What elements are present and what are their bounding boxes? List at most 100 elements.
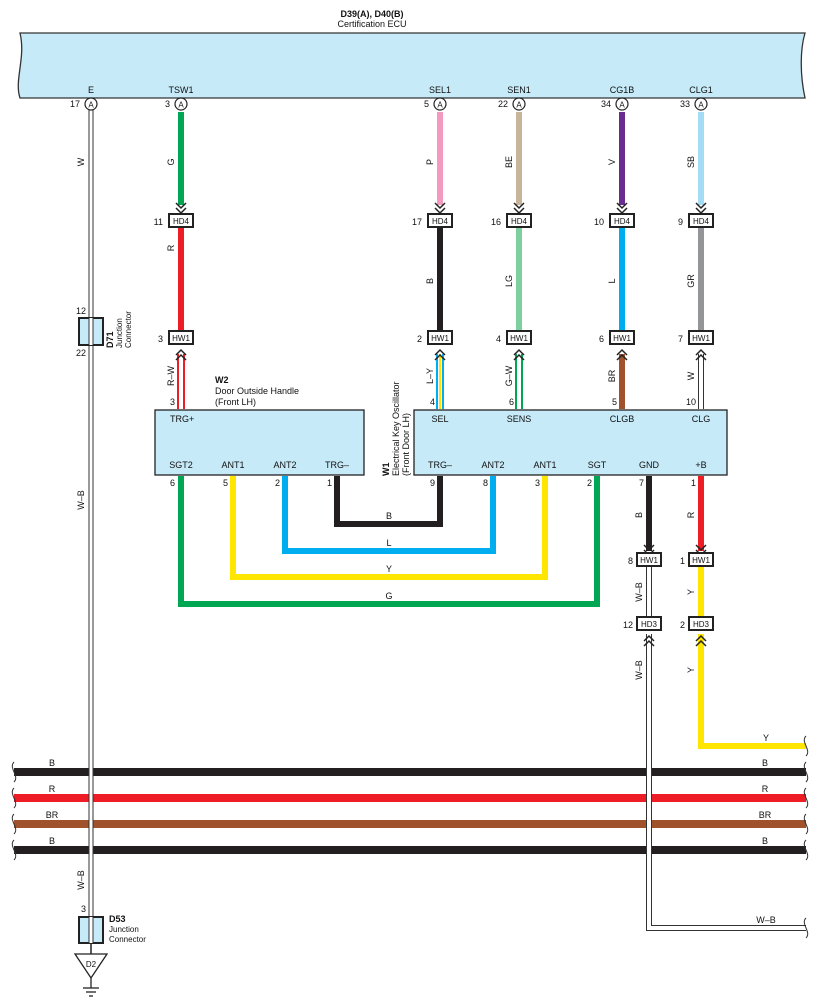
d71-pin-top: 12 [76,306,86,316]
label-r: R [166,244,176,251]
connector-a-e: A [84,97,98,111]
w1-pin-ant2: ANT2 [481,460,504,470]
label-loop-b: B [386,511,392,521]
label-r-w: R–W [166,365,176,386]
svg-text:HD4: HD4 [173,217,190,226]
w2-pin-num-sgt2: 6 [170,478,175,488]
svg-text:HW1: HW1 [431,334,449,343]
svg-text:HW1: HW1 [172,334,190,343]
svg-text:HD4: HD4 [432,217,449,226]
bus-label-right-4: B [762,836,768,846]
w1-pin-num-sgt: 2 [587,478,592,488]
ecu-pin-numbers: 17 3 5 22 34 33 [70,99,690,109]
ecu-connector-circles: A A A A A A [84,97,708,111]
w1-pin-num-clgb: 5 [612,397,617,407]
w2-pin-num-trg-plus: 3 [170,397,175,407]
svg-text:11: 11 [154,217,163,227]
ecu-pin-sen1: SEN1 [507,85,531,95]
w2-line1: Door Outside Handle [215,386,299,396]
connector-a-clg1: A [694,97,708,111]
hw1-connector-2: HW1 2 [417,330,453,345]
w1-pin-clgb: CLGB [610,414,635,424]
label-sb: SB [686,156,696,168]
w1-line1: Electrical Key Oscillator [391,381,401,476]
wire-b-loop [334,476,443,527]
gnd-wire-labels: B R W–B Y W–B Y Y W–B [634,511,776,925]
label-g: G [166,158,176,165]
wire-r-w-lower [177,354,185,409]
svg-text:2: 2 [417,334,422,344]
hw1-low-connector-2: HW1 1 [680,544,714,567]
label-loop-g: G [385,591,392,601]
label-wb-hw1-hd3: W–B [634,582,644,602]
w2-pin-num-trg-minus: 1 [327,478,332,488]
upper-wire-labels: W G P BE V SB [76,156,696,168]
label-g-w: G–W [504,365,514,386]
ground-label: D2 [86,960,97,969]
svg-text:16: 16 [491,217,501,227]
svg-text:HW1: HW1 [692,334,710,343]
label-plus-b-r: R [686,511,696,518]
ecu-pin-num-tsw1: 3 [165,99,170,109]
w1-pin-ant1: ANT1 [533,460,556,470]
svg-text:9: 9 [678,217,683,227]
svg-text:HW1: HW1 [692,556,710,565]
label-w: W [76,157,86,166]
label-loop-l: L [386,538,391,548]
w2-door-outside-handle: W2 Door Outside Handle (Front LH) TRG+ 3… [154,375,365,488]
d71-line1: Junction [115,318,124,348]
label-p: P [425,159,435,165]
w2-id: W2 [215,375,229,385]
svg-text:17: 17 [412,217,422,227]
label-gr: GR [686,274,696,288]
ecu-pin-labels: E TSW1 SEL1 SEN1 CG1B CLG1 [88,85,713,95]
wire-l-y-lower [436,354,444,409]
ecu-pin-sel1: SEL1 [429,85,451,95]
label-y-end: Y [763,733,769,743]
w1-pin-sgt: SGT [588,460,607,470]
svg-text:2: 2 [680,620,685,630]
ground-triangle [73,953,109,980]
label-l-y: L–Y [425,368,435,384]
label-v: V [607,159,617,165]
connector-a-sen1: A [512,97,526,111]
bus-label-left-4: B [49,836,55,846]
w2-pin-ant1: ANT1 [221,460,244,470]
svg-text:A: A [619,101,625,110]
label-be: BE [504,156,514,168]
w2-pin-num-ant2: 2 [275,478,280,488]
label-l: L [607,278,617,283]
w1-pin-clg: CLG [692,414,711,424]
label-y-below-hd3: Y [686,667,696,673]
ecu-pin-cg1b: CG1B [610,85,635,95]
d71-id: D71 [105,331,115,348]
ecu-pin-num-cg1b: 34 [601,99,611,109]
svg-text:HD4: HD4 [693,217,710,226]
w1-pin-num-sel: 4 [430,397,435,407]
hd4-connector-5: HD4 9 [678,213,714,228]
svg-text:1: 1 [680,556,685,566]
w2-pin-ant2: ANT2 [273,460,296,470]
loop-wire-labels: B L Y G [385,511,392,601]
ecu-name: Certification ECU [337,19,406,29]
d71-pin-bottom: 22 [76,348,86,358]
wire-l-loop [282,476,496,554]
svg-text:HD4: HD4 [614,217,631,226]
w1-pin-num-trg-minus: 9 [430,478,435,488]
d53-id: D53 [109,914,126,924]
label-w-b-main: W–B [76,490,86,510]
label-wb-end: W–B [756,915,776,925]
connector-a-cg1b: A [615,97,629,111]
w1-box [413,409,728,476]
label-gnd-b: B [634,512,644,518]
